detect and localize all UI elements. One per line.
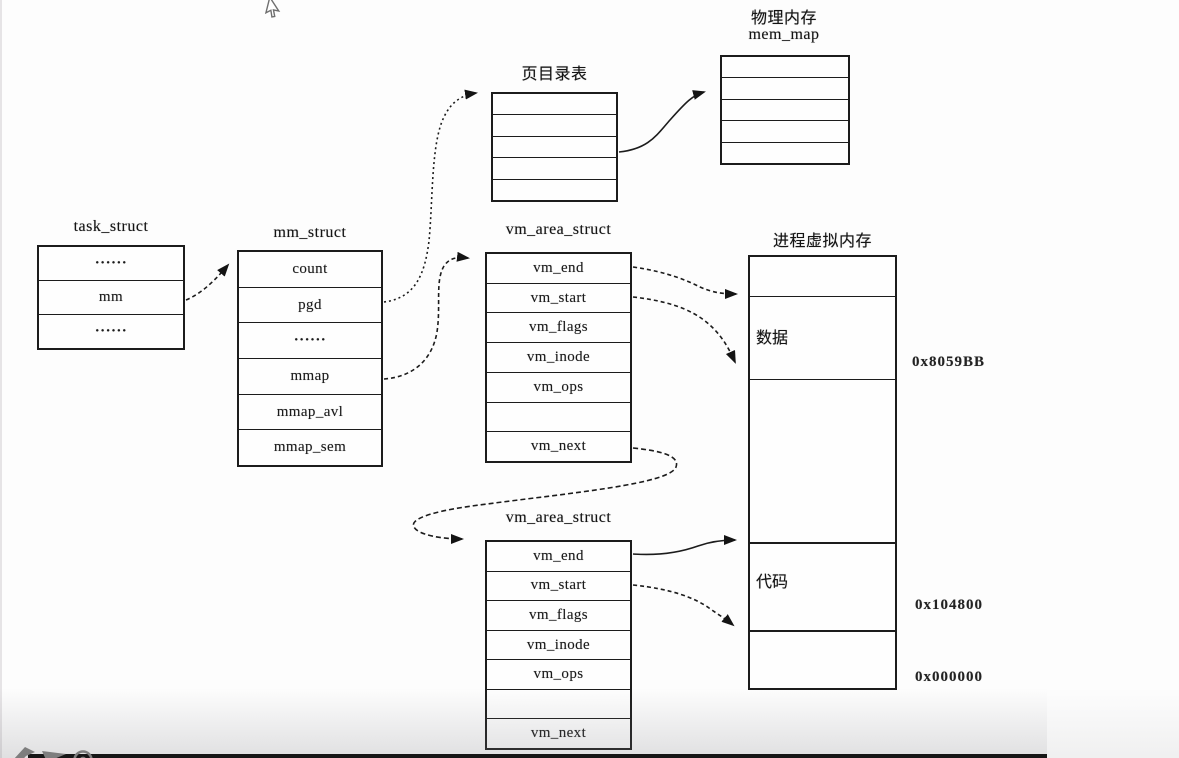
- data-segment-label: 数据: [756, 330, 789, 347]
- arrow-vma2-vmstart: [632, 584, 735, 627]
- task-struct-title: task_struct: [73, 218, 149, 235]
- page-directory-cell: [493, 94, 616, 114]
- vm-boundary-line: [750, 630, 895, 632]
- page-directory-cell: [493, 114, 616, 135]
- vma1-field-empty: [487, 401, 630, 432]
- arrow-pgd-to-pagedir: [383, 89, 478, 303]
- task-struct-field: ······: [39, 314, 183, 348]
- back-icon[interactable]: [10, 745, 38, 758]
- vm-area-struct-1-table: vm_end vm_start vm_flags vm_inode vm_ops…: [485, 252, 632, 463]
- mm-struct-field-mmap: mmap: [239, 358, 381, 394]
- vm-boundary-line: [750, 379, 895, 381]
- page-directory-title: 页目录表: [521, 66, 588, 83]
- arrow-pagedir-to-memmap: [618, 90, 706, 153]
- mm-struct-field: ······: [239, 322, 381, 358]
- player-bar-edge: [28, 754, 1047, 758]
- address-data-start: 0x8059BB: [912, 354, 986, 370]
- process-virtual-memory-title: 进程虚拟内存: [772, 233, 872, 250]
- vma1-field-vm-end: vm_end: [533, 259, 584, 276]
- mm-struct-field-mmap-avl: mmap_avl: [239, 393, 381, 430]
- arrow-vma1-vmend: [632, 266, 738, 299]
- bottom-gradient: [0, 688, 1047, 758]
- vm-area-struct-2-title: vm_area_struct: [505, 509, 612, 526]
- vm-area-struct-2-table: vm_end vm_start vm_flags vm_inode vm_ops…: [485, 540, 632, 750]
- vma1-field-vm-next: vm_next: [487, 431, 630, 461]
- task-struct-table: ······ mm ······: [37, 245, 185, 350]
- arrow-vma1-vmstart: [632, 296, 736, 364]
- page-directory-cell: [493, 157, 616, 178]
- vma1-field-vm-ops: vm_ops: [487, 371, 630, 402]
- vm-boundary-line: [750, 542, 895, 544]
- bottom-right-gradient: [1047, 688, 1179, 758]
- vma2-field-vm-ops: vm_ops: [487, 659, 630, 689]
- vma2-field-vm-end: vm_end: [533, 547, 584, 564]
- vma2-field-empty: [487, 688, 630, 719]
- mem-map-title: mem_map: [748, 26, 820, 43]
- vma1-field-vm-inode: vm_inode: [487, 342, 630, 372]
- vma1-field-vm-start: vm_start: [487, 282, 630, 313]
- task-struct-field: ······: [94, 255, 128, 271]
- arrow-mm-to-mmstruct: [185, 263, 230, 301]
- vm-area-struct-1-title: vm_area_struct: [505, 221, 612, 238]
- vma2-field-vm-inode: vm_inode: [487, 629, 630, 660]
- vm-boundary-line: [750, 296, 895, 298]
- mem-map-cell: [722, 77, 848, 98]
- mem-map-cell: [722, 57, 848, 77]
- mm-struct-table: count pgd ······ mmap mmap_avl mmap_sem: [237, 250, 383, 467]
- mm-struct-field-pgd: pgd: [239, 286, 381, 323]
- address-zero: 0x000000: [915, 669, 983, 685]
- mm-struct-field-count: count: [292, 260, 328, 277]
- mm-struct-title: mm_struct: [273, 224, 347, 241]
- vma2-field-vm-start: vm_start: [487, 570, 630, 601]
- arrow-mmap-to-vma1: [383, 251, 470, 380]
- process-virtual-memory-table: [748, 255, 897, 690]
- vma2-field-vm-flags: vm_flags: [487, 600, 630, 630]
- mem-map-cell: [722, 98, 848, 120]
- code-segment-label: 代码: [756, 574, 789, 591]
- arrow-vmnext-to-vma2: [412, 447, 678, 544]
- vma2-field-vm-next: vm_next: [487, 718, 630, 748]
- mm-struct-field-mmap-sem: mmap_sem: [239, 429, 381, 465]
- page-directory-cell: [493, 135, 616, 157]
- mem-map-cell: [722, 141, 848, 163]
- physical-memory-title: 物理内存: [750, 10, 817, 27]
- play-icon[interactable]: [42, 748, 68, 758]
- task-struct-field-mm: mm: [39, 280, 183, 314]
- vma1-field-vm-flags: vm_flags: [487, 312, 630, 342]
- address-code-start: 0x104800: [915, 597, 983, 613]
- page-directory-table: [491, 92, 618, 202]
- mem-map-cell: [722, 120, 848, 141]
- record-icon[interactable]: [72, 749, 96, 758]
- arrow-vma2-vmend: [632, 535, 737, 556]
- mem-map-table: [720, 55, 850, 165]
- mouse-cursor-icon: [264, 0, 281, 18]
- page-directory-cell: [493, 178, 616, 200]
- left-edge-shade: [0, 0, 2, 758]
